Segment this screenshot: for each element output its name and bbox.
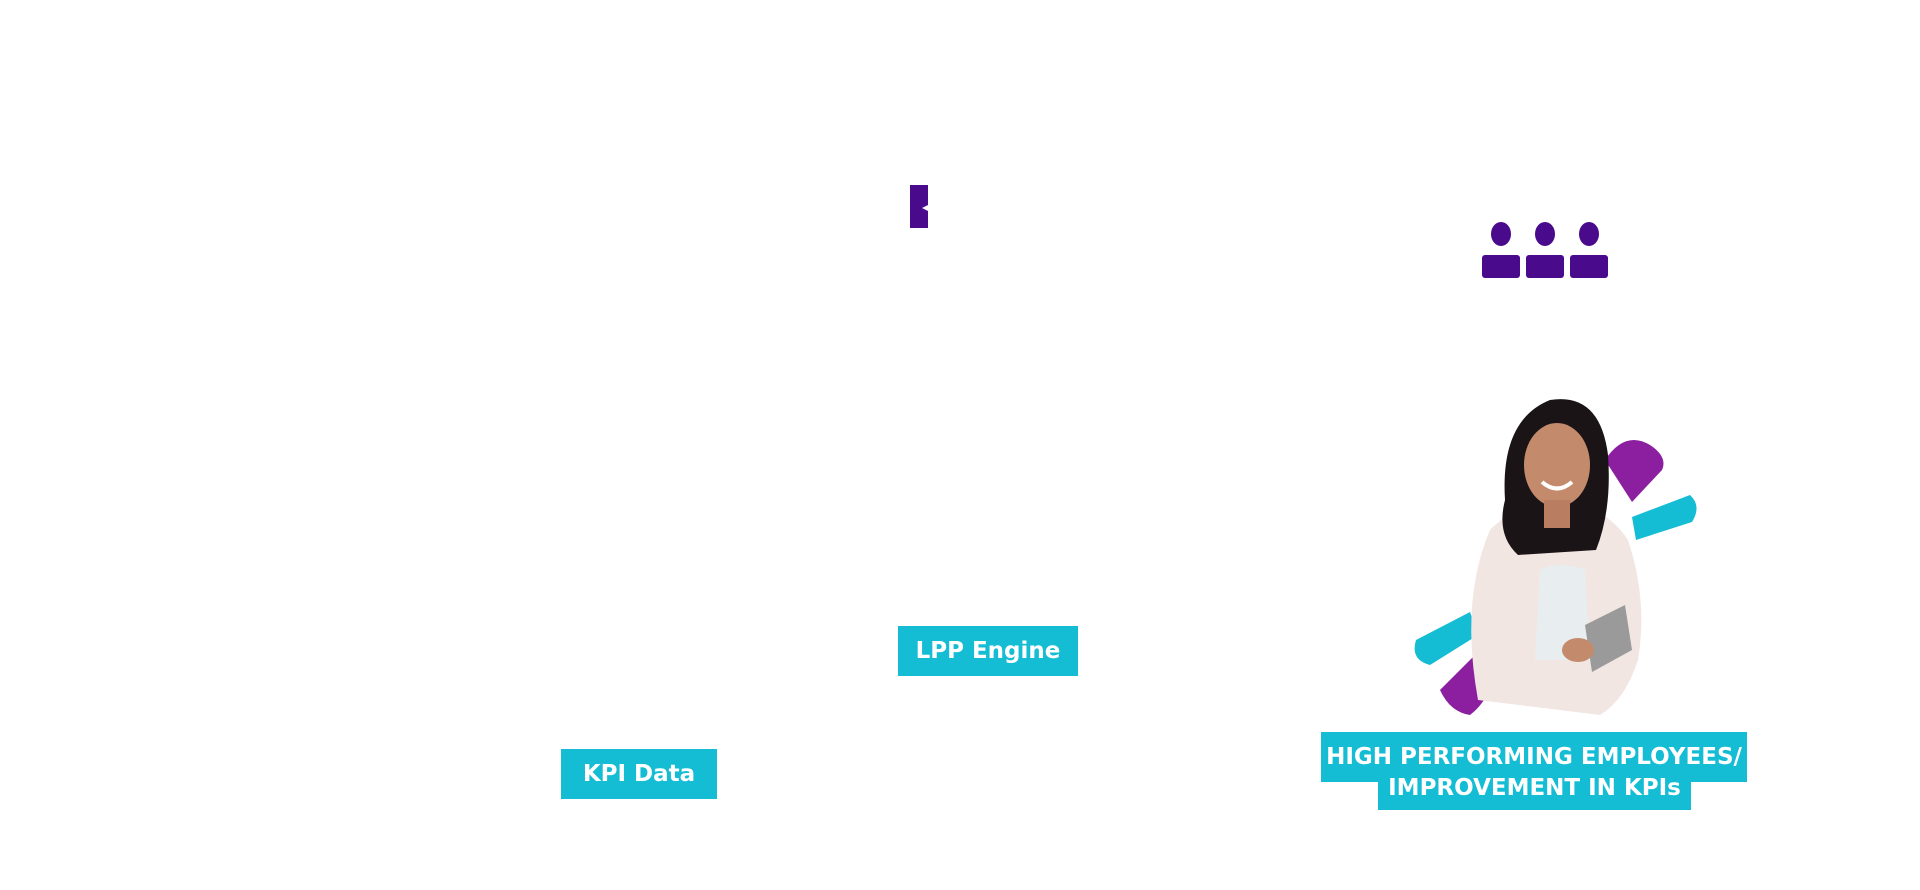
kpi-data-text: KPI Data	[582, 761, 696, 787]
kpi-data-label: KPI Data	[561, 749, 717, 799]
document-icon	[910, 185, 928, 228]
high-performing-label-line2: IMPROVEMENT IN KPIs	[1378, 765, 1691, 810]
lpp-engine-text: LPP Engine	[915, 638, 1061, 664]
lpp-engine-label: LPP Engine	[898, 626, 1078, 676]
employee-photo	[1414, 399, 1697, 715]
people-icon	[1482, 222, 1608, 278]
high-performing-text-line2: IMPROVEMENT IN KPIs	[1388, 774, 1681, 801]
